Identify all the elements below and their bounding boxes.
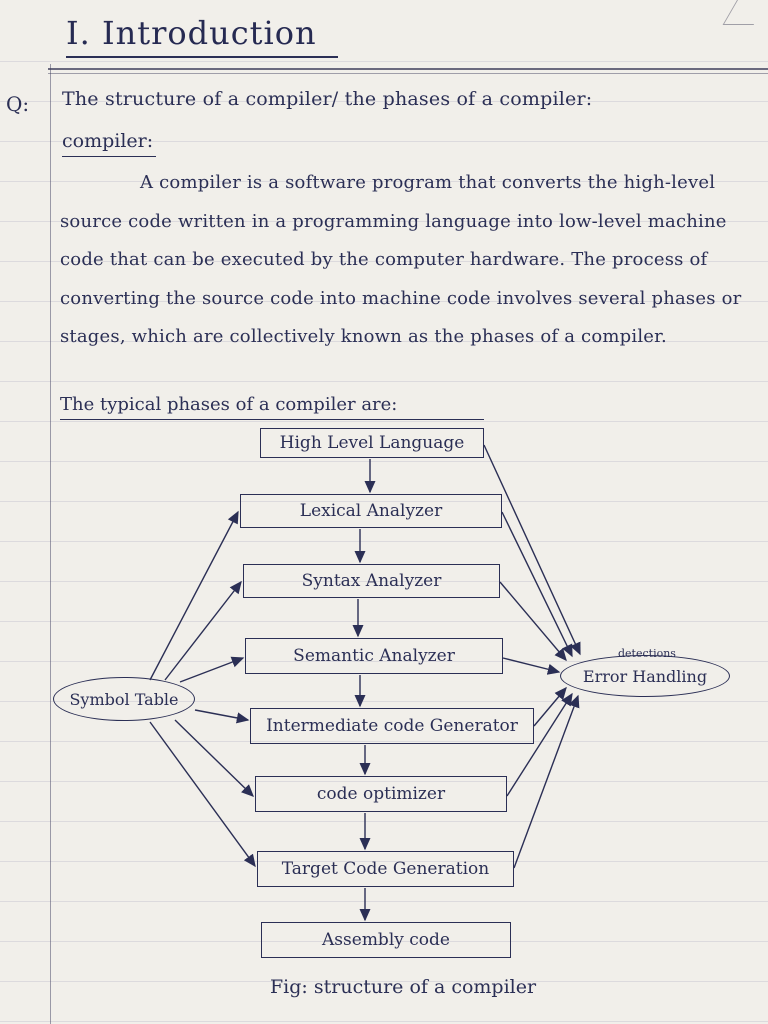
phases-intro: The typical phases of a compiler are:	[60, 394, 398, 415]
error-handling-oval: Error Handling	[560, 655, 730, 697]
arrow-syntax-error	[499, 581, 567, 662]
box-assembly-code: Assembly code	[261, 922, 511, 958]
title-rule	[48, 68, 768, 70]
box-intermediate-code-generator: Intermediate code Generator	[250, 708, 534, 744]
box-code-optimizer: code optimizer	[255, 776, 507, 812]
box-high-level-language: High Level Language	[260, 428, 484, 458]
arrow-symtab-intermediate	[194, 709, 250, 724]
box-lexical-analyzer: Lexical Analyzer	[240, 494, 502, 528]
margin-line	[50, 64, 51, 1024]
box-syntax-analyzer: Syntax Analyzer	[243, 564, 500, 598]
box-semantic-analyzer: Semantic Analyzer	[245, 638, 503, 674]
phases-intro-underline	[60, 419, 484, 420]
arrow-symtab-semantic	[179, 656, 245, 683]
figure-caption: Fig: structure of a compiler	[270, 976, 537, 998]
arrow-intermediate-error	[533, 686, 567, 727]
arrow-symtab-syntax	[164, 580, 242, 681]
title-rule-secondary	[48, 73, 768, 74]
subheading-underline	[62, 156, 156, 157]
arrow-lexical-error	[501, 511, 573, 658]
arrow-semantic-error	[502, 657, 561, 675]
title-underline	[66, 56, 338, 58]
compiler-subheading: compiler:	[62, 130, 154, 152]
box-target-code-generation: Target Code Generation	[257, 851, 514, 887]
page-corner-fold	[722, 0, 768, 25]
symbol-table-oval: Symbol Table	[53, 677, 195, 721]
arrow-symtab-optimizer	[174, 719, 255, 797]
paragraph-text: A compiler is a software program that co…	[60, 172, 742, 347]
page-title: I. Introduction	[66, 14, 317, 52]
arrow-symtab-target	[149, 721, 256, 868]
compiler-paragraph: A compiler is a software program that co…	[60, 164, 755, 357]
arrow-symtab-lexical	[149, 510, 239, 681]
question-text: The structure of a compiler/ the phases …	[62, 88, 593, 110]
question-label: Q:	[6, 92, 30, 116]
error-note: detections	[618, 647, 676, 660]
arrow-hll-error	[483, 444, 581, 656]
